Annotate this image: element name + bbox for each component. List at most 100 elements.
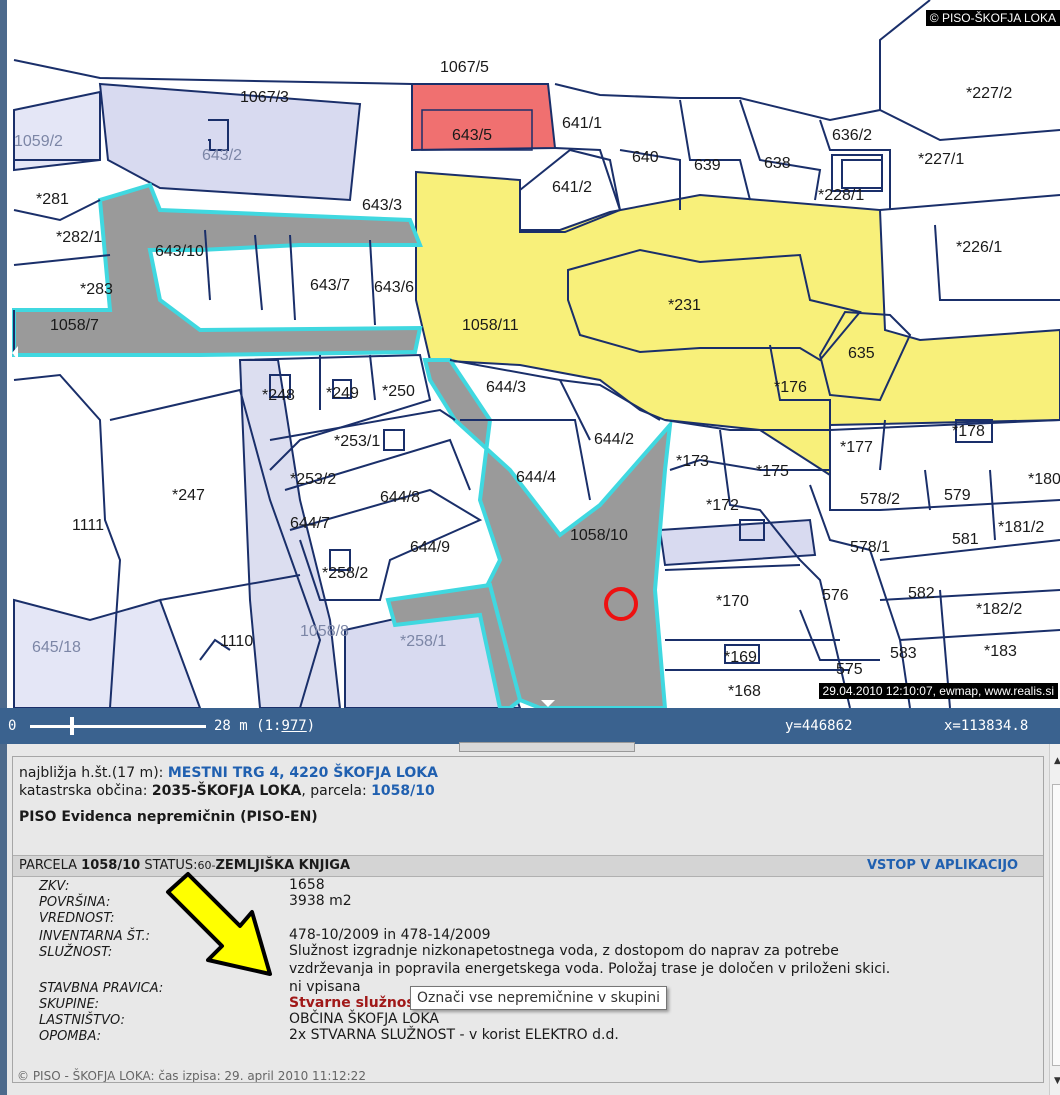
scale-bar: 0 28 m (1:977) y=446862 x=113834.8 [0, 708, 1060, 744]
label-575: 575 [836, 661, 863, 678]
scale-zero: 0 [8, 718, 17, 734]
field-inventory-value: 478-10/2009 in 478-14/2009 [289, 927, 491, 943]
label-1059-2: 1059/2 [14, 133, 63, 150]
parcel-1058-11[interactable] [415, 170, 1060, 477]
label-1058-8: 1058/8 [300, 623, 349, 640]
vertical-scrollbar[interactable]: ▲ ▼ [1049, 744, 1060, 1095]
label-226-1: *226/1 [956, 239, 1002, 256]
label-182-2: *182/2 [976, 601, 1022, 618]
label-1110: 1110 [220, 633, 253, 650]
parcel-643-2[interactable] [98, 82, 362, 202]
scale-ratio-link[interactable]: 977 [281, 718, 307, 734]
label-643-5: 643/5 [452, 127, 492, 144]
collapse-left-handle[interactable] [12, 346, 18, 360]
parcel-1059-2[interactable] [13, 90, 101, 172]
cadastral-label: katastrska občina: [19, 783, 148, 799]
parcel-link[interactable]: 1058/10 [371, 783, 435, 799]
label-583: 583 [890, 645, 917, 662]
label-639: 639 [694, 157, 721, 174]
label-643-7: 643/7 [310, 277, 350, 294]
zoom-slider[interactable] [30, 725, 206, 728]
label-172: *172 [706, 497, 739, 514]
label-168: *168 [728, 683, 761, 700]
field-servitude-line1: Služnost izgradnje nizkonapetostnega vod… [289, 943, 839, 959]
label-644-7: 644/7 [290, 515, 330, 532]
label-643-2: 643/2 [202, 147, 242, 164]
parcel-1058-8[interactable] [238, 359, 342, 708]
coord-y: y=446862 [785, 718, 853, 734]
label-249: *249 [326, 385, 359, 402]
field-zkv-value: 1658 [289, 877, 325, 893]
nearest-address-link[interactable]: MESTNI TRG 4, 4220 ŠKOFJA LOKA [167, 765, 438, 781]
collapse-bottom-handle[interactable] [541, 700, 555, 707]
cadastral-map[interactable]: 1067/5 1067/3 1059/2 643/2 643/5 641/1 6… [0, 0, 1060, 708]
label-644-2: 644/2 [594, 431, 634, 448]
label-640: 640 [632, 149, 659, 166]
label-636-2: 636/2 [832, 127, 872, 144]
label-227-1: *227/1 [918, 151, 964, 168]
label-250: *250 [382, 383, 415, 400]
label-258-2: *258/2 [322, 565, 368, 582]
info-panel: najbližja h.št.(17 m): MESTNI TRG 4, 422… [0, 742, 1060, 1095]
label-175: *175 [756, 463, 789, 480]
hdr-status-label: STATUS: [144, 858, 198, 873]
road-1058-10[interactable] [422, 358, 673, 708]
label-635: 635 [848, 345, 875, 362]
groups-tooltip: Označi vse nepremičnine v skupini [410, 986, 667, 1010]
print-footer: © PISO - ŠKOFJA LOKA: čas izpisa: 29. ap… [17, 1069, 366, 1083]
label-253-2: *253/2 [290, 471, 336, 488]
label-170: *170 [716, 593, 749, 610]
label-258-1: *258/1 [400, 633, 446, 650]
label-178: *178 [952, 423, 985, 440]
field-area-key: POVRŠINA: [39, 895, 111, 910]
enter-application-link[interactable]: VSTOP V APLIKACIJO [867, 858, 1019, 873]
parcel-lavender-east[interactable] [658, 518, 817, 567]
field-inventory-key: INVENTARNA ŠT.: [39, 929, 150, 944]
scrollbar-thumb[interactable] [1052, 784, 1060, 1066]
label-231: *231 [668, 297, 701, 314]
label-253-1: *253/1 [334, 433, 380, 450]
scale-distance-value: 28 m [214, 718, 248, 734]
label-576: 576 [822, 587, 849, 604]
cadastral-line: katastrska občina: 2035-ŠKOFJA LOKA, par… [19, 783, 435, 799]
label-1111: 1111 [72, 517, 104, 534]
road-1058-10-spur[interactable] [385, 582, 523, 708]
map-canvas[interactable]: 1067/5 1067/3 1059/2 643/2 643/5 641/1 6… [0, 0, 1060, 708]
hdr-parcel-value: 1058/10 [81, 858, 141, 873]
info-panel-content: najbližja h.št.(17 m): MESTNI TRG 4, 422… [12, 756, 1044, 1083]
parcel-header-text: PARCELA 1058/10 STATUS:60-ZEMLJIŠKA KNJI… [19, 858, 350, 873]
label-1058-11: 1058/11 [462, 317, 519, 334]
section-title: PISO Evidenca nepremičnin (PISO-EN) [19, 809, 318, 825]
zoom-slider-thumb[interactable] [70, 717, 74, 735]
hdr-parcel-label: PARCELA [19, 858, 78, 873]
label-641-2: 641/2 [552, 179, 592, 196]
label-177: *177 [840, 439, 873, 456]
nearest-address: najbližja h.št.(17 m): MESTNI TRG 4, 422… [19, 765, 438, 781]
field-building-right-key: STAVBNA PRAVICA: [39, 981, 164, 996]
road-1058-7[interactable] [12, 182, 423, 357]
label-579: 579 [944, 487, 971, 504]
scroll-down-icon[interactable]: ▼ [1054, 1076, 1060, 1086]
cadastral-value: 2035-ŠKOFJA LOKA [151, 783, 302, 799]
field-groups-key: SKUPINE: [39, 997, 100, 1012]
label-247: *247 [172, 487, 205, 504]
label-183: *183 [984, 643, 1017, 660]
coord-x: x=113834.8 [944, 718, 1029, 734]
scroll-up-icon[interactable]: ▲ [1054, 756, 1060, 766]
field-servitude-key: SLUŽNOST: [39, 945, 113, 960]
panel-resize-grip[interactable] [459, 742, 635, 752]
label-638: 638 [764, 155, 791, 172]
label-227-2: *227/2 [966, 85, 1012, 102]
scale-prefix: (1: [256, 718, 282, 734]
field-note-key: OPOMBA: [39, 1029, 101, 1044]
field-groups-link[interactable]: Stvarne služnosti [289, 995, 427, 1011]
label-1058-7: 1058/7 [50, 317, 99, 334]
hdr-status-value: ZEMLJIŠKA KNJIGA [215, 858, 351, 873]
map-copyright: © PISO-ŠKOFJA LOKA [925, 10, 1060, 26]
field-ownership-value: OBČINA ŠKOFJA LOKA [289, 1011, 439, 1027]
label-644-8: 644/8 [380, 489, 420, 506]
parcel-645-18[interactable] [13, 598, 202, 708]
label-1058-10: 1058/10 [570, 527, 628, 544]
annotation-arrow-icon [166, 872, 272, 976]
label-641-1: 641/1 [562, 115, 602, 132]
